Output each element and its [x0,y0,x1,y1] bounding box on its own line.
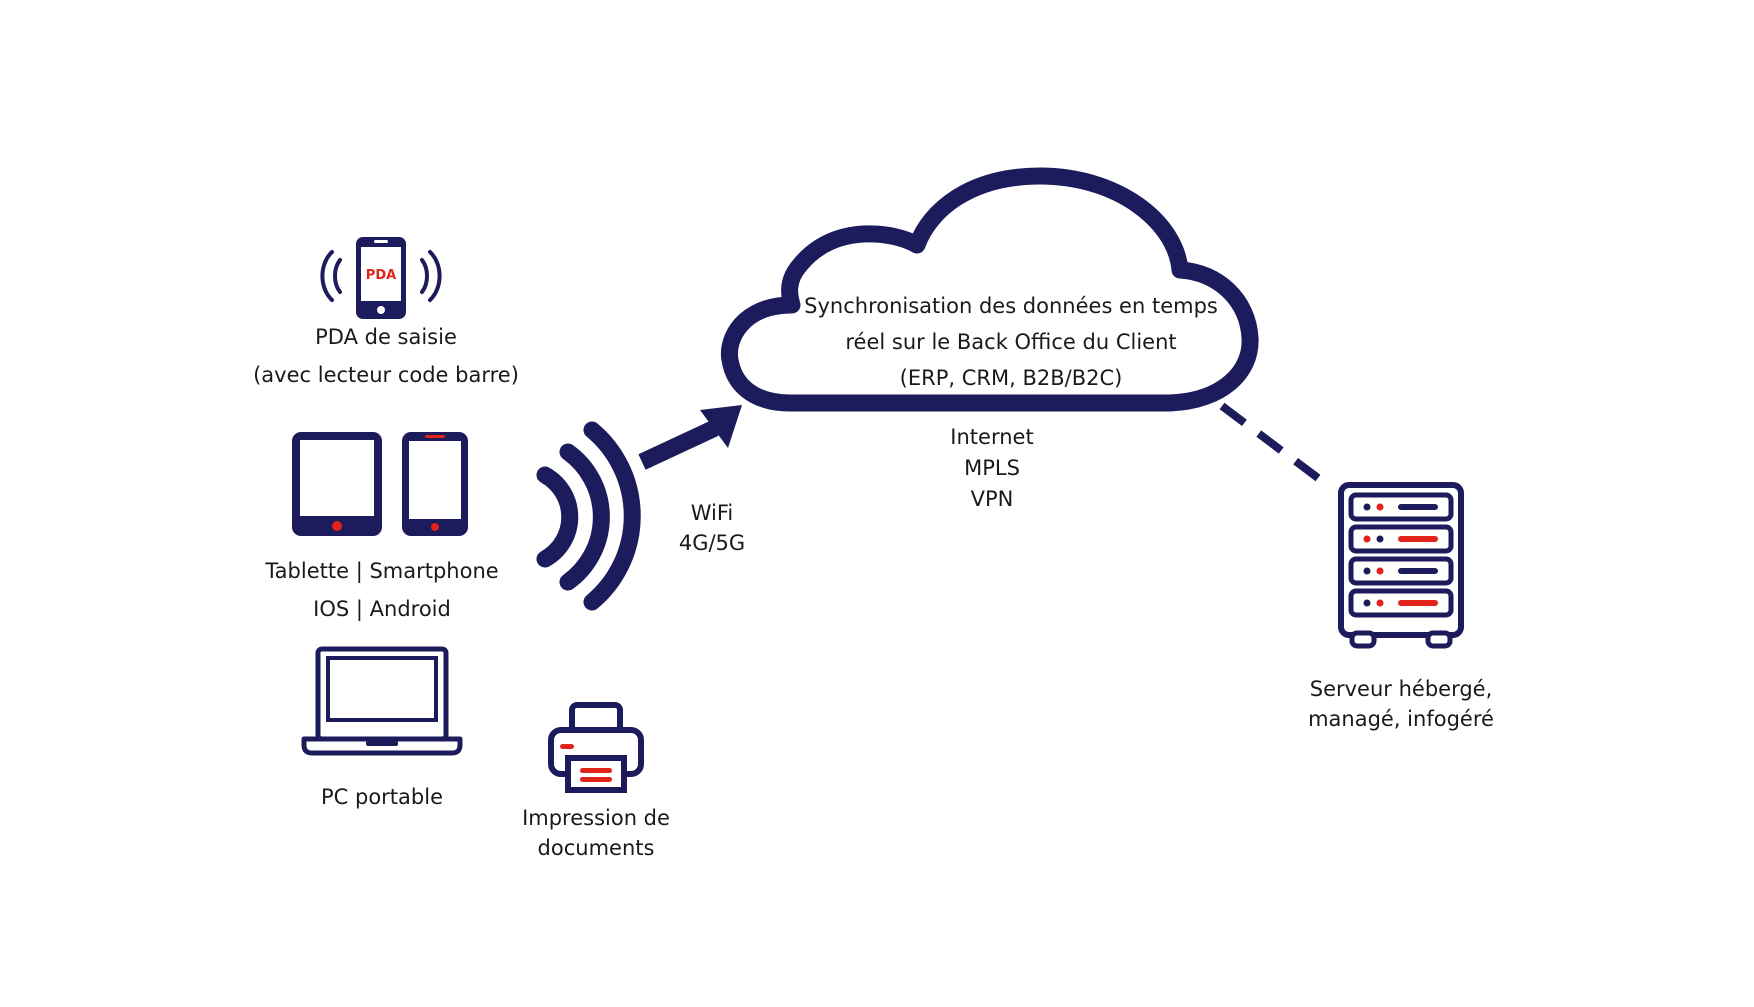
pda-label-line2: (avec lecteur code barre) [253,363,519,387]
server-label-line1: Serveur hébergé, [1309,677,1493,701]
wireless-label-line1: WiFi [690,501,734,525]
tablet-icon [292,432,382,536]
server-rack-icon [1338,482,1464,649]
arrow-icon [638,405,742,470]
wireless-label: WiFi 4G/5G [679,498,745,558]
network-label-line1: Internet [950,425,1034,449]
network-label-line2: MPLS [964,456,1020,480]
cloud-text-line1: Synchronisation des données en temps [804,294,1218,318]
printer-label: Impression de documents [522,803,670,863]
pda-phone-signal-icon: PDA [320,237,442,319]
cloud-text-line3: (ERP, CRM, B2B/B2C) [899,366,1123,390]
smartphone-icon [402,432,468,536]
cloud-text-line2: réel sur le Back Office du Client [845,330,1177,354]
mobile-label: Tablette | Smartphone IOS | Android [265,556,498,624]
laptop-icon [301,646,463,756]
pda-label-line1: PDA de saisie [315,325,457,349]
printer-label-line1: Impression de [522,806,670,830]
printer-label-line2: documents [537,836,655,860]
cloud-text: Synchronisation des données en temps rée… [804,288,1218,396]
mobile-label-line2: IOS | Android [313,597,451,621]
network-label-line3: VPN [970,487,1014,511]
wireless-label-line2: 4G/5G [678,531,746,555]
cloud-server-link [1219,402,1325,485]
pda-screen-text: PDA [366,268,396,283]
pda-label: PDA de saisie (avec lecteur code barre) [253,322,519,390]
network-label: Internet MPLS VPN [950,422,1033,515]
wireless-signal-icon [536,421,641,611]
server-label: Serveur hébergé, managé, infogéré [1308,674,1494,734]
server-label-line2: managé, infogéré [1308,707,1494,731]
laptop-label: PC portable [320,785,444,809]
mobile-label-line1: Tablette | Smartphone [265,559,499,583]
cloud-icon [720,167,1259,412]
printer-icon [548,702,644,793]
